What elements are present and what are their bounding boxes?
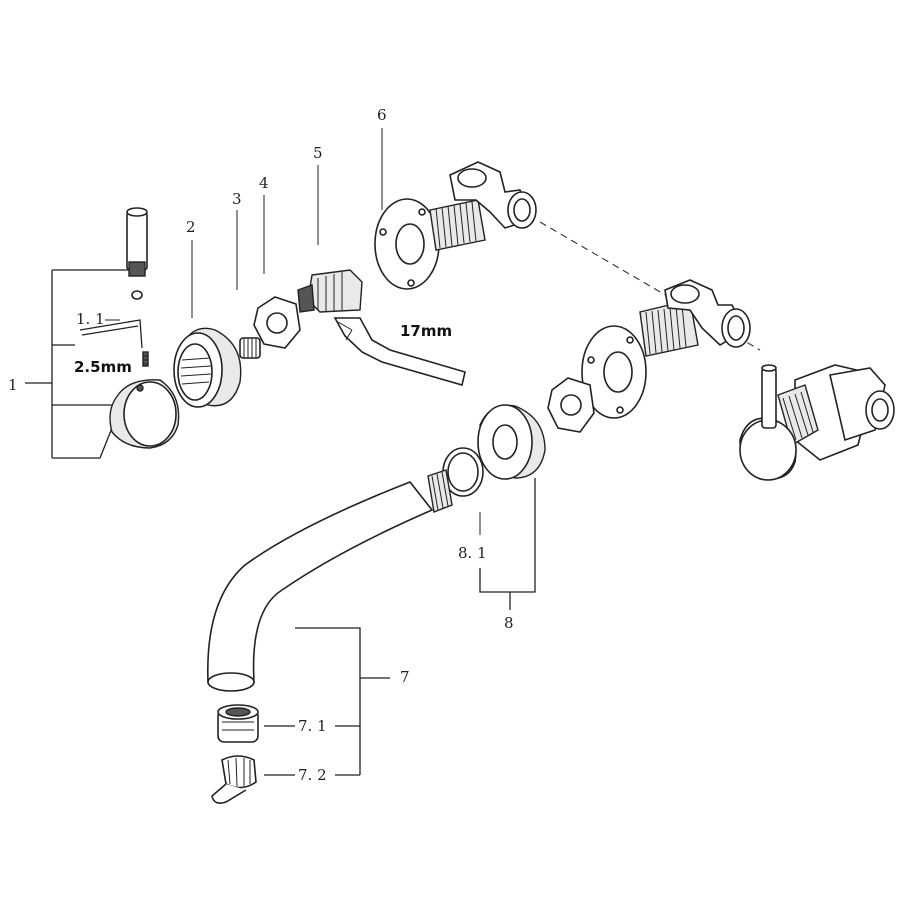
middle-threaded-connector	[639, 279, 751, 357]
label-1: 1	[8, 376, 18, 394]
aerator-7-1	[217, 704, 259, 743]
label-8: 8	[504, 614, 514, 632]
upper-threaded-connector	[429, 161, 537, 251]
spout-escutcheon-8	[477, 404, 546, 480]
wrench-17mm	[333, 317, 466, 387]
label-2: 2	[186, 218, 196, 236]
hex-key-size: 2.5mm	[74, 358, 132, 376]
label-8-1: 8. 1	[458, 544, 487, 562]
escutcheon-cap-2	[173, 327, 242, 408]
middle-flange	[581, 325, 647, 419]
washer-8-1	[442, 447, 484, 497]
handle-knob	[109, 379, 180, 449]
wrench-size: 17mm	[400, 322, 452, 340]
label-6: 6	[377, 106, 387, 124]
aerator-key-7-2	[211, 755, 257, 804]
bracket-7	[264, 627, 390, 776]
spout-7	[206, 469, 453, 692]
label-4: 4	[259, 174, 269, 192]
valve-cartridge-5	[297, 269, 363, 313]
bracket-1	[25, 269, 130, 459]
label-5: 5	[313, 144, 323, 162]
wall-flange-6	[374, 198, 440, 290]
lever-rod	[126, 207, 148, 277]
hex-nut-4	[253, 296, 301, 349]
grub-screw	[142, 351, 149, 367]
assembled-valve	[739, 364, 895, 481]
label-7: 7	[400, 668, 410, 686]
bracket-8	[479, 478, 536, 610]
spout-hex-nut	[547, 377, 595, 433]
hex-key	[79, 319, 143, 349]
label-3: 3	[232, 190, 242, 208]
o-ring-1-1	[131, 290, 143, 300]
label-7-2: 7. 2	[298, 766, 327, 784]
label-1-1: 1. 1	[76, 310, 105, 328]
alignment-line	[539, 221, 761, 351]
label-7-1: 7. 1	[298, 717, 327, 735]
small-nut-3	[239, 337, 261, 359]
